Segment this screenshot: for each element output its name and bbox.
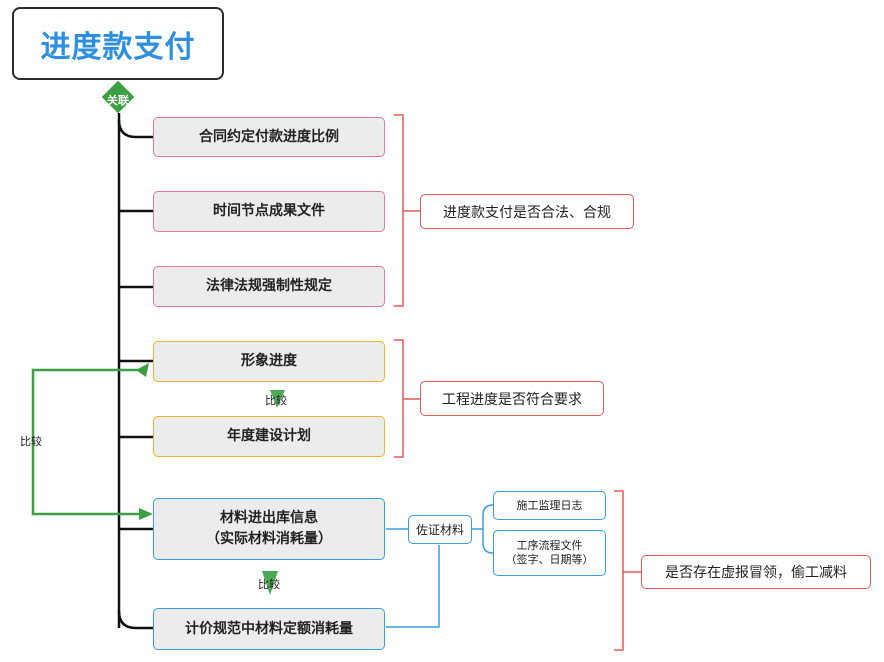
node-visual-progress: 形象进度 <box>153 341 385 382</box>
summary-g1: 进度款支付是否合法、合规 <box>420 194 634 229</box>
node-norm-consumption: 计价规范中材料定额消耗量 <box>153 608 385 650</box>
relation-label: 关联 <box>107 94 129 107</box>
compare-arrow-g2 <box>270 390 285 408</box>
norm-to-evidence-line <box>386 545 440 628</box>
summary-label: 是否存在虚报冒领，偷工减料 <box>665 565 847 581</box>
process-label-line2: （签字、日期等） <box>505 553 594 566</box>
node-label: 形象进度 <box>241 353 297 369</box>
side-compare-loop <box>31 368 145 516</box>
node-label: 计价规范中材料定额消耗量 <box>185 620 353 637</box>
node-contract-ratio: 合同约定付款进度比例 <box>153 117 385 157</box>
node-legal-rules: 法律法规强制性规定 <box>153 266 385 307</box>
summary-label: 进度款支付是否合法、合规 <box>443 204 611 221</box>
branch-7 <box>117 610 153 630</box>
node-milestone-files: 时间节点成果文件 <box>153 191 385 232</box>
page-title: 进度款支付 <box>40 29 196 65</box>
relation-diamond: 关联 <box>98 86 138 114</box>
side-compare-label: 比较 <box>20 435 42 448</box>
summary-g2: 工程进度是否符合要求 <box>420 381 604 416</box>
process-label-line1: 工序流程文件 <box>516 539 583 552</box>
bracket-g3 <box>614 490 624 651</box>
bracket-g2 <box>394 339 404 458</box>
branch-1 <box>117 119 153 139</box>
compare-label-g3: 比较 <box>258 578 280 591</box>
compare-label-g2: 比较 <box>265 394 287 407</box>
node-label: 合同约定付款进度比例 <box>199 128 339 145</box>
node-material-records: 材料进出库信息 （实际材料消耗量） <box>153 498 385 560</box>
node-label-line1: 材料进出库信息 <box>220 510 318 526</box>
summary-g3: 是否存在虚报冒领，偷工减料 <box>641 555 871 589</box>
node-label-line2: （实际材料消耗量） <box>206 531 332 547</box>
summary-label: 工程进度是否符合要求 <box>442 391 582 408</box>
supervision-log-box: 施工监理日志 <box>493 491 606 520</box>
node-label: 时间节点成果文件 <box>213 203 325 219</box>
node-annual-plan: 年度建设计划 <box>153 416 385 457</box>
compare-arrow-g3 <box>262 571 278 595</box>
title-box: 进度款支付 <box>12 7 224 80</box>
node-label: 年度建设计划 <box>227 428 311 444</box>
evidence-box: 佐证材料 <box>408 515 472 544</box>
log-label: 施工监理日志 <box>516 498 583 512</box>
node-label: 法律法规强制性规定 <box>206 278 332 294</box>
evidence-label: 佐证材料 <box>415 522 464 537</box>
bracket-g1 <box>394 114 404 307</box>
process-file-box: 工序流程文件 （签字、日期等） <box>493 530 606 576</box>
